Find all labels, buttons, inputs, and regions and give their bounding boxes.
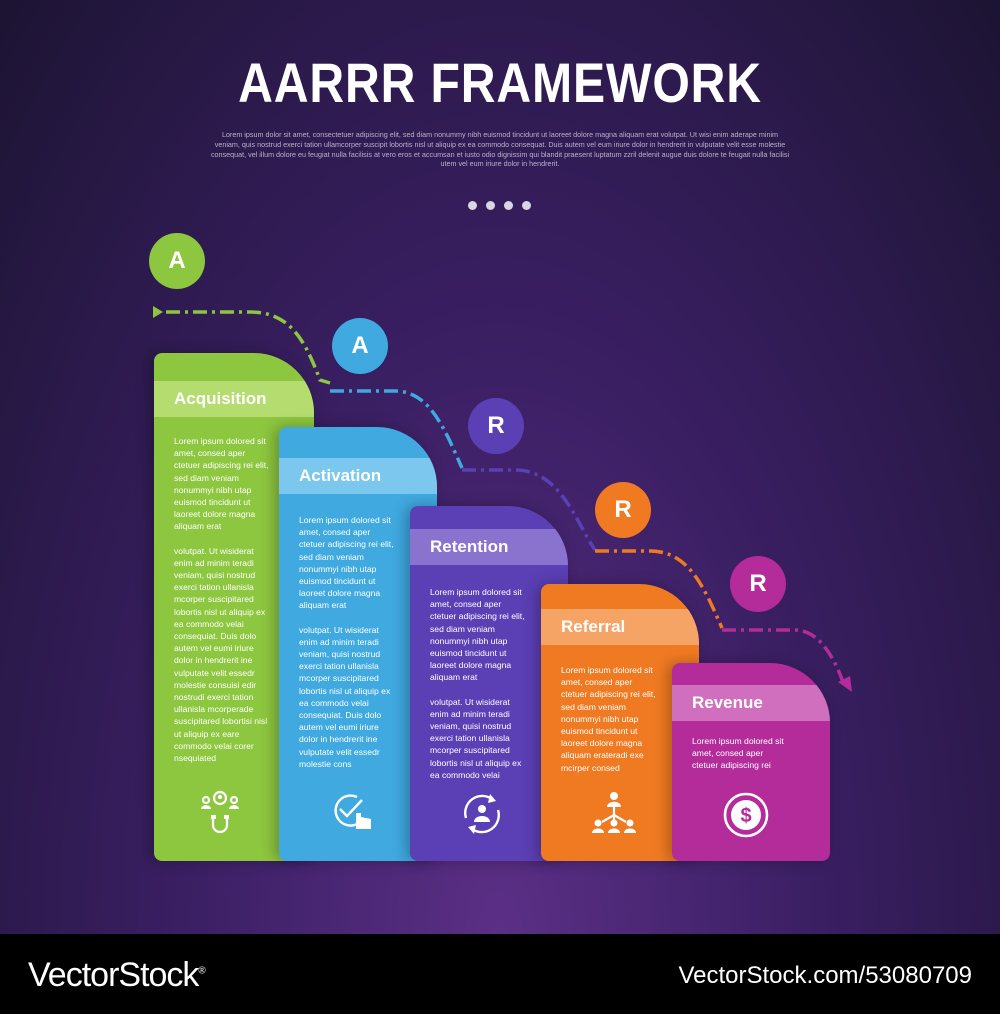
end-arrowhead (838, 676, 852, 692)
watermark-code: VectorStock.com/53080709 (678, 962, 972, 989)
stage-description: Lorem ipsum dolored sit amet, consed ape… (561, 664, 657, 786)
connector-retention-referral (462, 468, 597, 551)
pagination-dots (468, 201, 531, 210)
magnet-users-icon (201, 790, 239, 834)
stage-card-revenue: Revenue Lorem ipsum dolored sit amet, co… (672, 663, 830, 861)
stage-text-1: Lorem ipsum dolored sit amet, consed ape… (174, 436, 269, 532)
stage-band: Activation (279, 458, 437, 494)
stage-circle-activation: A (332, 318, 388, 374)
stage-circle-acquisition: A (149, 233, 205, 289)
stage-description: Lorem ipsum dolored sit amet, consed ape… (174, 435, 270, 776)
dot-1 (468, 201, 477, 210)
stage-text-1: Lorem ipsum dolored sit amet, consed ape… (299, 515, 394, 611)
dollar-coin-icon: $ (723, 792, 769, 838)
connector-referral-revenue (595, 549, 724, 629)
stage-band: Retention (410, 529, 568, 565)
circle-letter: R (614, 496, 632, 523)
start-arrowhead (153, 306, 163, 318)
watermark-brand: VectorStock® (28, 956, 206, 995)
circle-letter: R (487, 412, 505, 439)
circle-letter: A (351, 332, 369, 359)
connector-activation-retention (330, 389, 464, 469)
dot-4 (522, 201, 531, 210)
dot-3 (504, 201, 513, 210)
flow-connectors (153, 306, 852, 692)
page-title: AARRR FRAMEWORK (238, 51, 762, 114)
brand-name: VectorStock (28, 956, 199, 994)
stage-band: Acquisition (154, 381, 314, 417)
stage-text-1: Lorem ipsum dolored sit amet, consed ape… (561, 665, 656, 773)
stage-description: Lorem ipsum dolored sit amet, consed ape… (299, 514, 395, 782)
footer-bar: VectorStock® VectorStock.com/53080709 (0, 934, 1000, 1014)
stage-text-1: Lorem ipsum dolored sit amet, consed ape… (692, 736, 784, 771)
infographic-canvas: AARRR FRAMEWORK Lorem ipsum dolor sit am… (0, 0, 1000, 934)
stage-circle-revenue: R (730, 556, 786, 612)
user-cycle-icon (464, 794, 500, 834)
stage-band: Revenue (672, 685, 830, 721)
stage-text-2: volutpat. Ut wisiderat enim ad minim ter… (299, 624, 391, 769)
connector-acquisition-activation (166, 310, 331, 385)
stage-band: Referral (541, 609, 699, 645)
svg-text:$: $ (740, 805, 751, 827)
dot-2 (486, 201, 495, 210)
subtitle-text: Lorem ipsum dolor sit amet, consectetuer… (210, 130, 790, 169)
connector-revenue-end (722, 628, 845, 683)
stage-circle-referral: R (595, 482, 651, 538)
circle-letter: R (749, 570, 767, 597)
stage-description: Lorem ipsum dolored sit amet, consed ape… (430, 586, 526, 793)
circle-letter: A (168, 247, 186, 274)
check-hand-icon (334, 794, 371, 829)
stage-text-2: volutpat. Ut wisiderat enim ad minim ter… (430, 696, 522, 780)
stage-text-2: volutpat. Ut wisiderat enim ad minim ter… (174, 545, 268, 764)
stage-circle-retention: R (468, 398, 524, 454)
stage-description: Lorem ipsum dolored sit amet, consed ape… (692, 735, 788, 784)
registered-mark: ® (198, 965, 205, 977)
referral-network-icon (592, 792, 636, 833)
stage-text-1: Lorem ipsum dolored sit amet, consed ape… (430, 587, 525, 683)
